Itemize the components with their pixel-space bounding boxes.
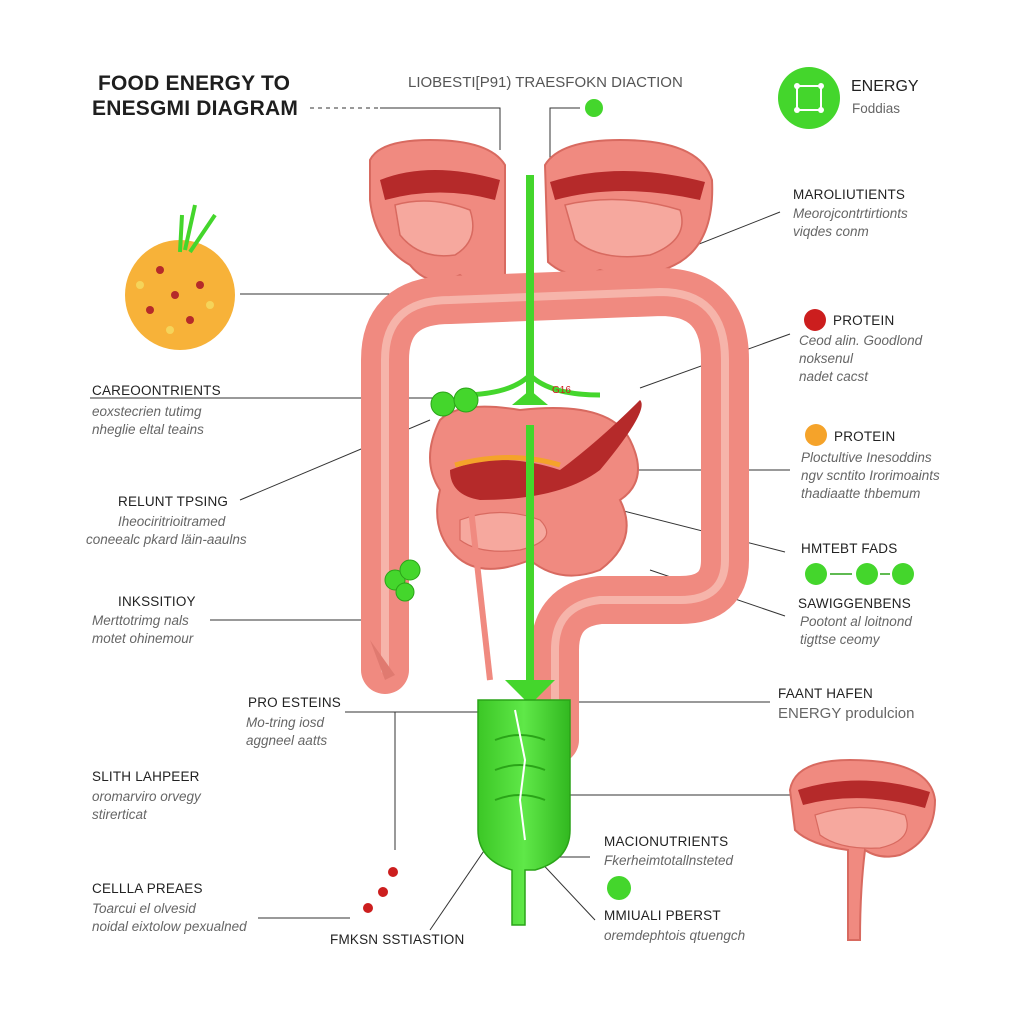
bottom-label: FMKSN SSTIASTION (330, 932, 465, 947)
right-label-2-line3: thadiaatte thbemum (801, 486, 921, 501)
right-label-4-line1: Pootont al loitnond (800, 614, 912, 629)
left-label-5-title: CELLLA PREAES (92, 881, 203, 896)
right-label-0-line1: Meorojcontrtirtionts (793, 206, 908, 221)
left-label-3-line1: Mo-tring iosd (246, 715, 325, 730)
energy-circle-icon (778, 67, 840, 129)
left-label-0-line2: nheglie eltal teains (92, 422, 204, 437)
red-dots-icon (363, 867, 398, 913)
macronutrient-green-dot-icon (607, 876, 631, 900)
page-title-line1: FOOD ENERGY TO (98, 72, 291, 95)
small-intestine (429, 400, 642, 681)
left-label-3-title: PRO ESTEINS (248, 695, 341, 710)
left-label-2-line2: motet ohinemour (92, 631, 194, 646)
right-label-2-title: PROTEIN (834, 429, 896, 444)
food-ball-icon (125, 204, 235, 350)
right-label-0-line2: viqdes conm (793, 224, 869, 239)
right-label-1-line2: noksenul (799, 351, 854, 366)
right-label-7-title: MMIUALI PBERST (604, 908, 721, 923)
right-label-1-title: PROTEIN (833, 313, 895, 328)
right-label-3-title: HMTEBT FADS (801, 541, 898, 556)
left-label-1-line2: coneealc pkard läin-aaulns (86, 532, 247, 547)
energy-legend-title: ENERGY (851, 78, 919, 95)
energy-pathway (459, 175, 601, 705)
left-label-0-title: CAREOONTRIENTS (92, 383, 221, 398)
green-cluster-upper (430, 387, 479, 417)
green-tube (477, 699, 571, 926)
left-label-5-line1: Toarcui el olvesid (92, 901, 196, 916)
fat-chain-icon (805, 563, 914, 585)
protein-red-dot-icon (804, 309, 826, 331)
left-label-1-line1: Iheociritrioitramed (118, 514, 226, 529)
caption-green-dot-icon (585, 99, 603, 117)
small-tag-g16: G16 (552, 385, 571, 396)
left-label-4-line2: stirerticat (92, 807, 147, 822)
right-label-1-line3: nadet cacst (799, 369, 869, 384)
energy-legend-subtitle: Foddias (852, 101, 901, 116)
stomach-right (543, 138, 714, 277)
right-label-2-line1: Ploctultive Inesoddins (801, 450, 932, 465)
left-label-2-line1: Merttotrimg nals (92, 613, 189, 628)
top-caption: LIOBESTI[P91) TRAESFOKN DIACTION (408, 74, 683, 91)
right-label-6-title: MACIONUTRIENTS (604, 834, 729, 849)
right-label-0-title: MAROLIUTIENTS (793, 187, 906, 202)
protein-orange-dot-icon (805, 424, 827, 446)
right-label-7-line1: oremdephtois qtuengch (604, 928, 746, 943)
left-label-5-line2: noidal eixtolow pexualned (92, 919, 247, 934)
green-cluster-lower (384, 559, 421, 602)
left-label-4-title: SLITH LAHPEER (92, 769, 200, 784)
right-label-2-line2: ngv scntito Irorimoaints (801, 468, 940, 483)
right-label-1-line1: Ceod alin. Goodlond (799, 333, 923, 348)
left-label-0-line1: eoxstecrien tutimg (92, 404, 202, 419)
left-label-4-line1: oromarviro orvegy (92, 789, 201, 804)
left-label-2-title: INKSSITIOY (118, 594, 196, 609)
page-title-line2: ENESGMI DIAGRAM (92, 97, 299, 120)
right-label-5-title: FAANT HAFEN (778, 686, 873, 701)
right-label-6-line1: Fkerheimtotallnsteted (604, 853, 734, 868)
large-intestine (361, 268, 749, 764)
left-label-3-line2: aggneel aatts (246, 733, 328, 748)
right-label-4-title: SAWIGGENBENS (798, 596, 911, 611)
right-label-5-line1: ENERGY produlcion (778, 705, 915, 722)
intestine-inset (788, 758, 937, 941)
left-label-1-title: RELUNT TPSING (118, 494, 229, 509)
stomach-left (369, 138, 506, 284)
right-label-4-line2: tigttse ceomy (800, 632, 880, 647)
